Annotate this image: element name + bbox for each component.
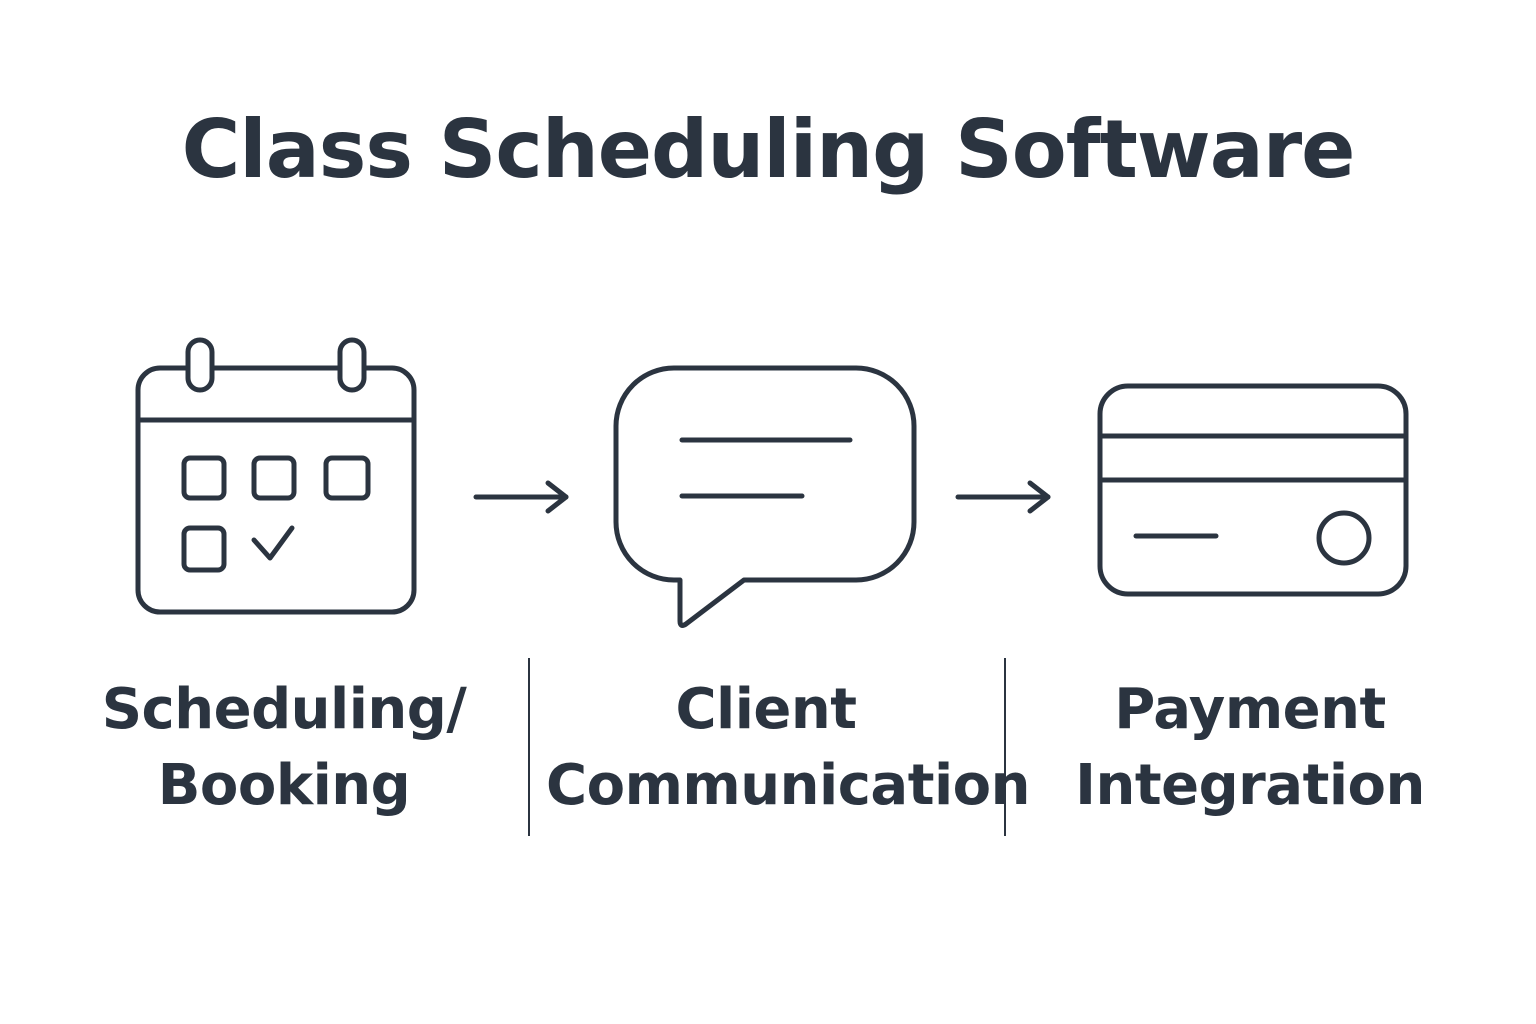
step-label-line: Payment <box>1114 677 1386 742</box>
step-label-client-communication: Client Communication <box>546 672 1031 824</box>
arrow-right-icon <box>473 480 570 514</box>
chat-bubble-icon <box>613 365 917 630</box>
step-label-scheduling: Scheduling/ Booking <box>84 672 484 824</box>
divider-line <box>1004 658 1006 836</box>
step-label-payment-integration: Payment Integration <box>1040 672 1460 824</box>
divider-line <box>528 658 530 836</box>
step-label-line: Communication <box>546 753 1031 818</box>
arrow-right-icon <box>955 480 1052 514</box>
step-label-line: Scheduling/ <box>101 677 467 742</box>
step-label-line: Booking <box>157 753 411 818</box>
step-label-line: Integration <box>1075 753 1425 818</box>
calendar-check-icon <box>135 336 418 616</box>
diagram-title: Class Scheduling Software <box>181 103 1356 196</box>
credit-card-icon <box>1097 383 1409 597</box>
step-label-line: Client <box>675 677 857 742</box>
